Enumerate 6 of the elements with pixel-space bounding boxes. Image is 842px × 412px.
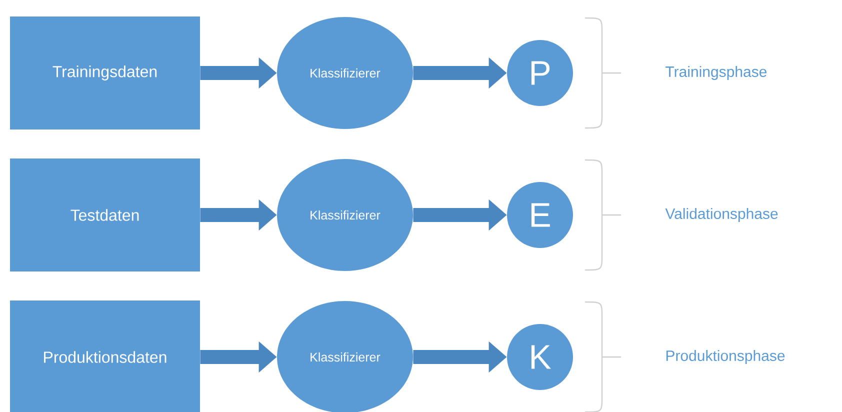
data-box: Trainingsdaten xyxy=(10,16,200,130)
phase-label: Produktionsphase xyxy=(666,350,785,364)
data-box: Testdaten xyxy=(10,158,200,272)
phase-label: Validationsphase xyxy=(665,208,778,222)
phase-label: Trainingsphase xyxy=(666,66,767,80)
data-box: Produktionsdaten xyxy=(10,300,200,412)
